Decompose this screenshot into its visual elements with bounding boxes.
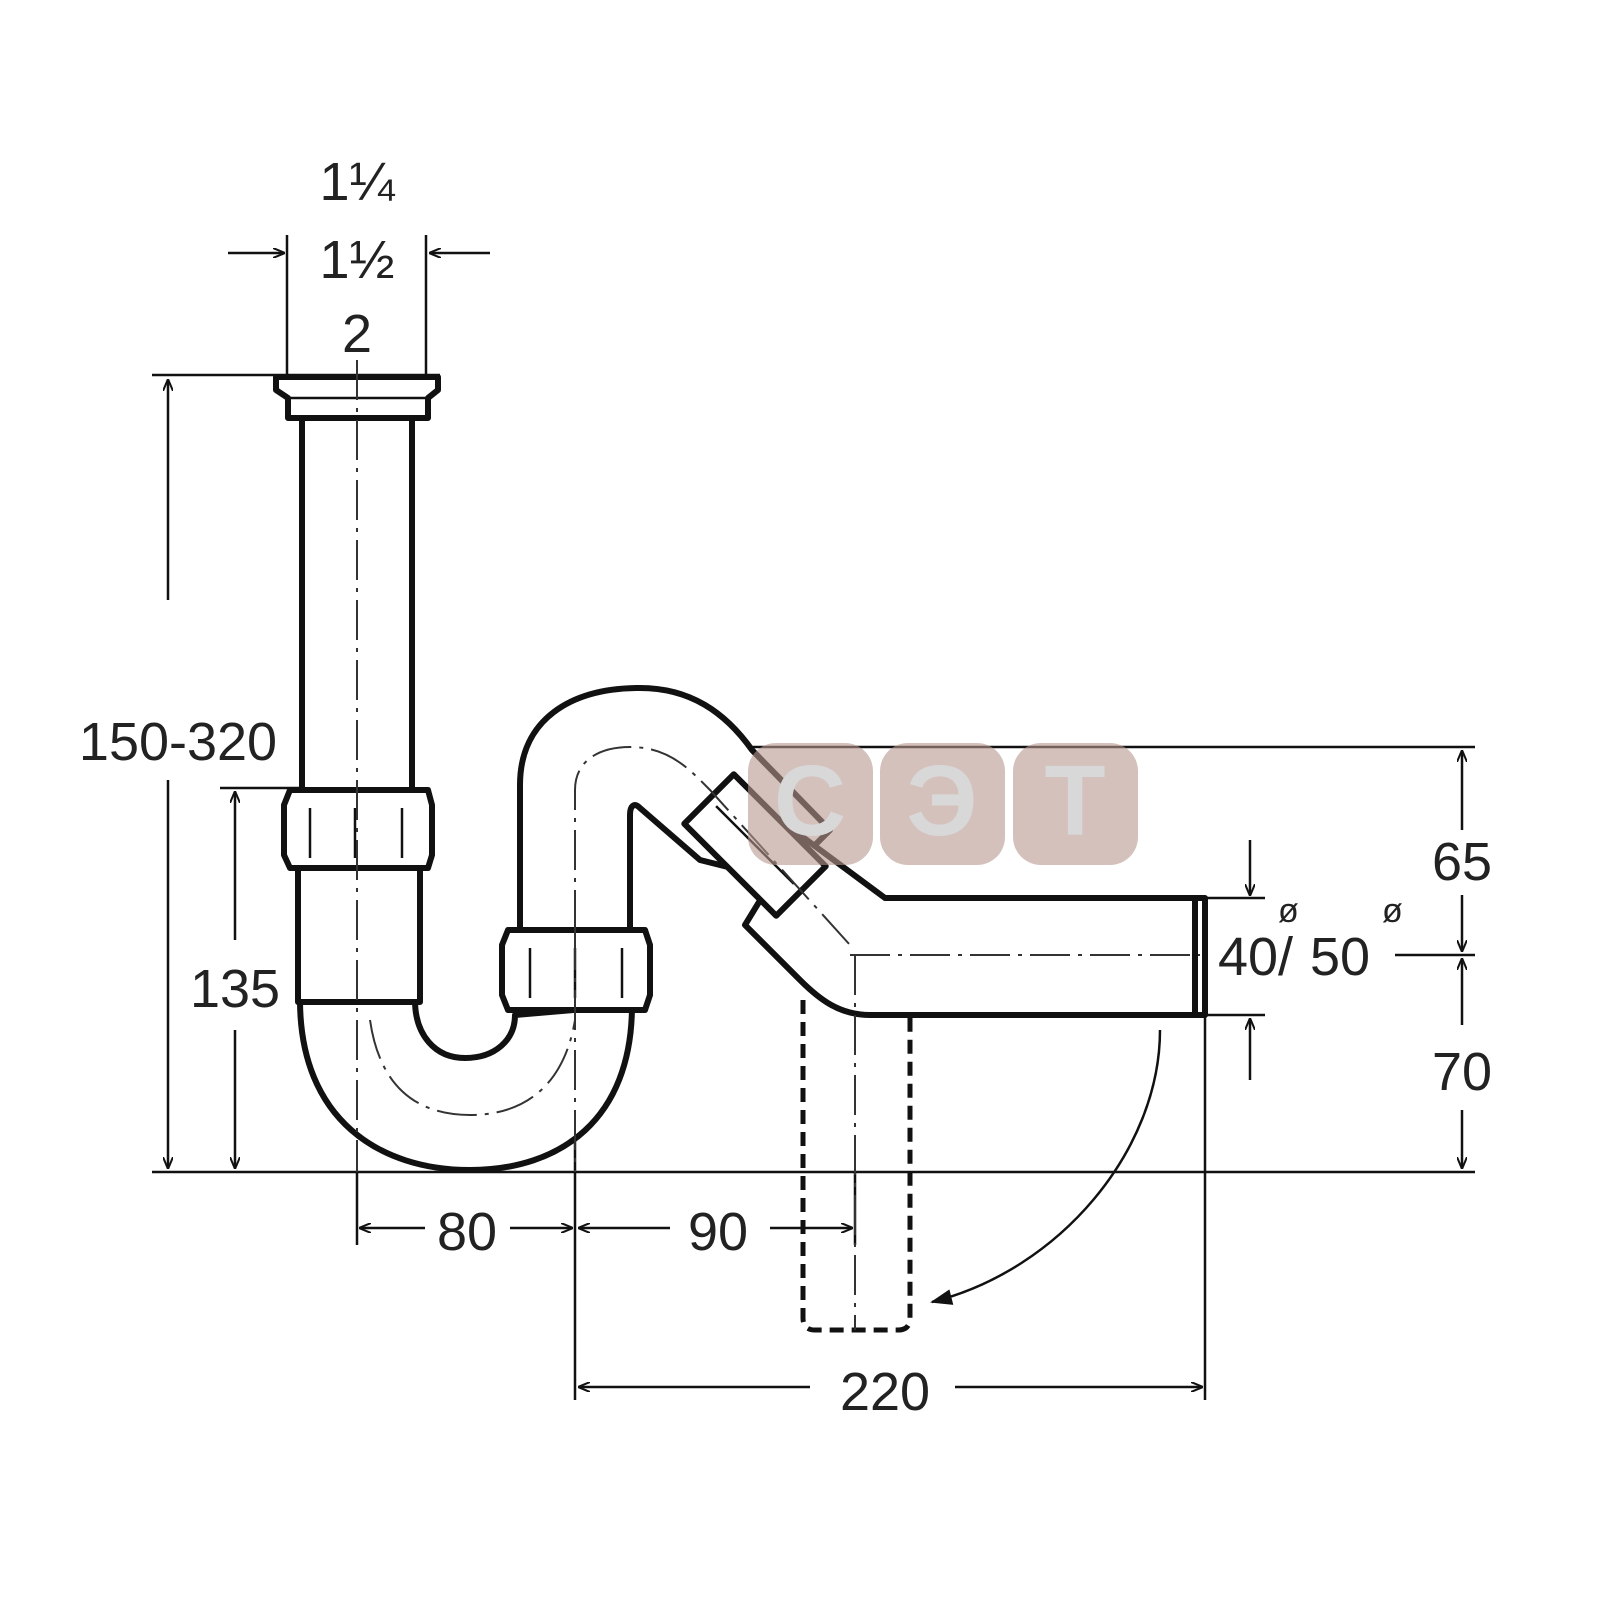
- watermark-logo: С Э Т: [748, 743, 1138, 865]
- offset-90-label: 90: [688, 1202, 748, 1262]
- inlet-height-label: 135: [190, 959, 280, 1019]
- svg-text:С: С: [774, 745, 846, 857]
- size-label-1-1-4: 1¼: [319, 152, 395, 212]
- svg-text:/: /: [1278, 927, 1293, 987]
- lower-inlet-tube: [295, 863, 423, 1005]
- svg-text:Т: Т: [1044, 745, 1105, 857]
- outlet-end-cap: [1192, 895, 1208, 1018]
- alternative-outlet-dashed: [800, 1000, 913, 1333]
- svg-text:50: 50: [1310, 927, 1370, 987]
- size-label-1-1-2: 1½: [319, 230, 394, 290]
- svg-text:ø: ø: [1382, 892, 1403, 930]
- dimension-arrows: [168, 253, 1462, 1387]
- size-label-2: 2: [342, 304, 372, 364]
- height-range-label: 150-320: [79, 712, 277, 772]
- lower-offset-label: 70: [1432, 1042, 1492, 1102]
- siphon-body: [273, 360, 1208, 1333]
- svg-text:ø: ø: [1278, 892, 1299, 930]
- svg-text:Э: Э: [906, 745, 977, 857]
- u-bend: [297, 997, 635, 1173]
- upper-offset-label: 65: [1432, 832, 1492, 892]
- offset-80-label: 80: [437, 1202, 497, 1262]
- svg-text:40: 40: [1218, 927, 1278, 987]
- total-length-label: 220: [840, 1362, 930, 1422]
- outlet-diameter-label: 40 ø / 50 ø: [1218, 892, 1403, 987]
- rotation-arrow: [930, 1029, 1162, 1305]
